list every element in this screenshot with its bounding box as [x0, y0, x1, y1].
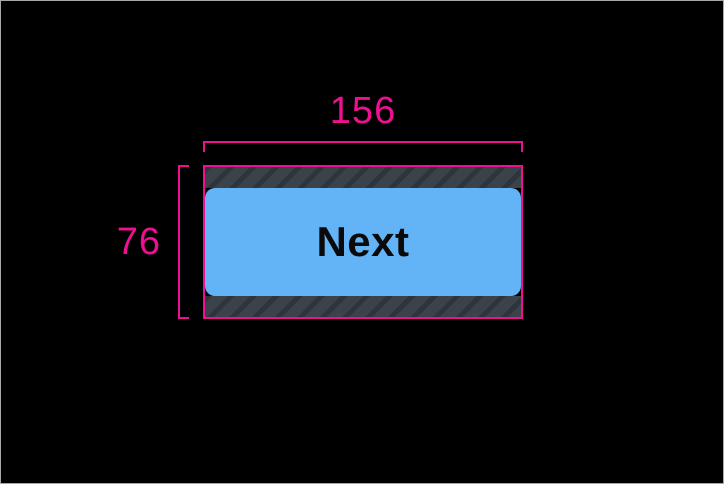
next-button[interactable]: Next [205, 188, 521, 296]
width-dimension-label: 156 [329, 90, 397, 132]
width-measure-line [203, 141, 523, 152]
height-measure-line [178, 165, 189, 319]
padding-hatch-top [205, 167, 521, 188]
selection-bounds: Next [203, 165, 523, 319]
padding-hatch-bottom [205, 296, 521, 317]
height-dimension-label: 76 [116, 221, 161, 263]
